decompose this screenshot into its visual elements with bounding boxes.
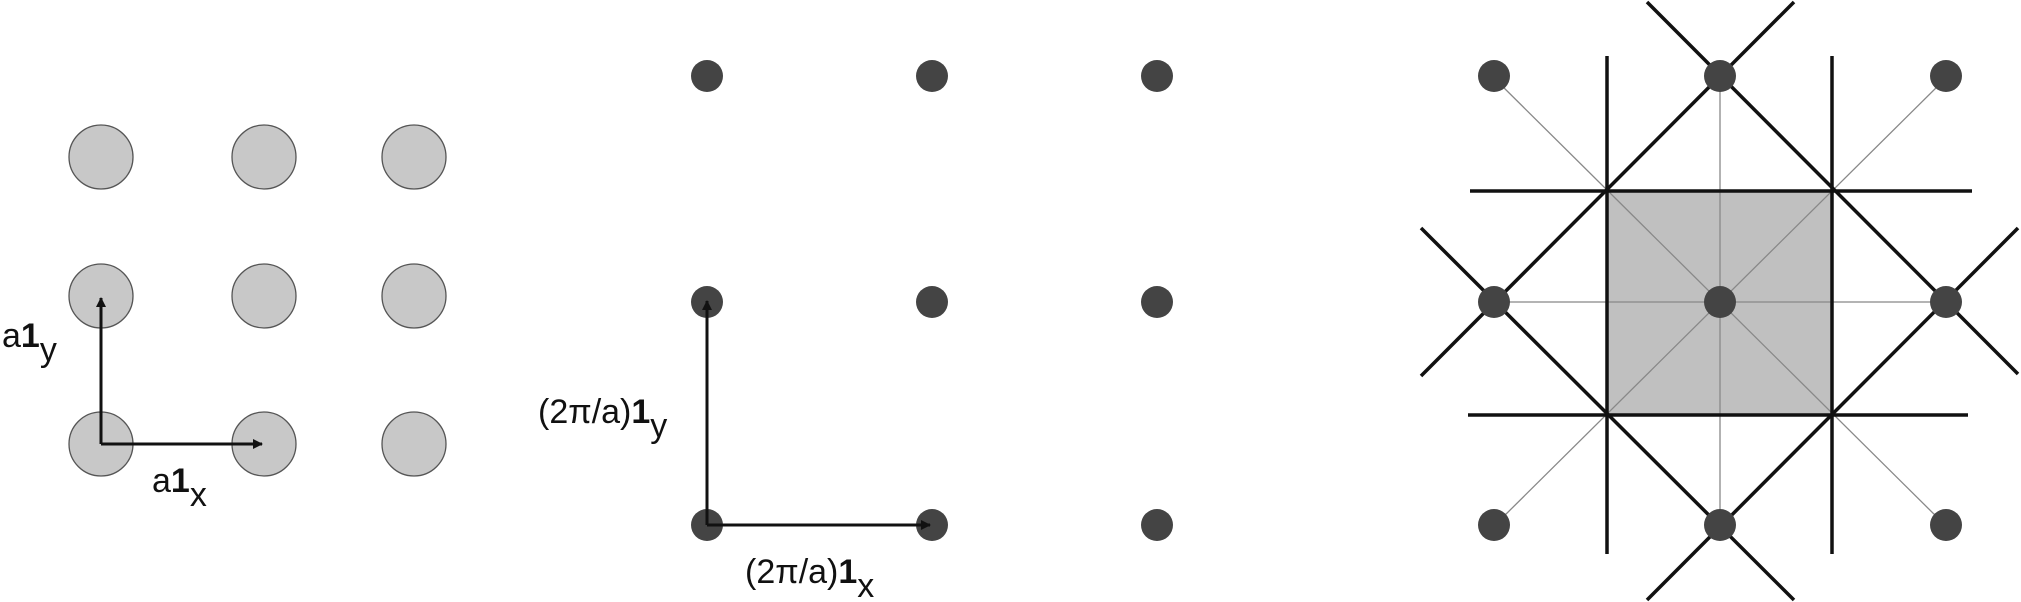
label-reciprocal-y: (2π/a)1y bbox=[538, 393, 667, 445]
reciprocal-lattice-point bbox=[1930, 509, 1962, 541]
reciprocal-lattice-point bbox=[916, 286, 948, 318]
label-a1x-prefix: a bbox=[152, 462, 171, 500]
real-lattice-atoms bbox=[68, 124, 447, 477]
bisector-lines bbox=[1419, 0, 2020, 602]
reciprocal-lattice-point bbox=[1704, 286, 1736, 318]
reciprocal-lattice-point bbox=[1930, 60, 1962, 92]
label-reciprocal-x-prefix: (2π/a) bbox=[745, 553, 838, 591]
reciprocal-lattice-point bbox=[1141, 60, 1173, 92]
real-lattice-atom bbox=[381, 411, 447, 477]
label-a1y-bold: 1 bbox=[21, 317, 40, 355]
label-reciprocal-y-sub: y bbox=[650, 407, 667, 445]
reciprocal-lattice-point bbox=[1141, 286, 1173, 318]
real-lattice-atom bbox=[231, 124, 297, 190]
reciprocal-lattice-point bbox=[1141, 509, 1173, 541]
reciprocal-lattice-point bbox=[1478, 509, 1510, 541]
brillouin-lattice-points bbox=[1478, 60, 1962, 541]
bisector-line bbox=[1419, 226, 1796, 602]
reciprocal-lattice-points bbox=[691, 60, 1173, 541]
label-reciprocal-x-bold: 1 bbox=[838, 553, 857, 591]
label-a1y-sub: y bbox=[40, 331, 57, 369]
label-a1x-sub: x bbox=[190, 476, 207, 514]
reciprocal-lattice-point bbox=[1478, 60, 1510, 92]
real-lattice-atom bbox=[381, 124, 447, 190]
label-a1x: a1x bbox=[152, 462, 207, 514]
label-reciprocal-y-prefix: (2π/a) bbox=[538, 393, 631, 431]
label-a1y: a1y bbox=[2, 317, 57, 369]
reciprocal-lattice-point bbox=[916, 60, 948, 92]
label-a1x-bold: 1 bbox=[171, 462, 190, 500]
real-lattice-panel: a1y a1x bbox=[2, 124, 447, 514]
reciprocal-lattice-panel: (2π/a)1y (2π/a)1x bbox=[538, 60, 1173, 602]
reciprocal-lattice-point bbox=[1478, 286, 1510, 318]
real-lattice-atom bbox=[381, 263, 447, 329]
label-reciprocal-x: (2π/a)1x bbox=[745, 553, 874, 602]
reciprocal-lattice-point bbox=[916, 509, 948, 541]
reciprocal-lattice-point bbox=[691, 60, 723, 92]
reciprocal-lattice-point bbox=[1704, 509, 1736, 541]
brillouin-zone-panel bbox=[1419, 0, 2020, 602]
label-reciprocal-y-bold: 1 bbox=[631, 393, 650, 431]
label-a1y-prefix: a bbox=[2, 317, 21, 355]
real-lattice-atom bbox=[68, 124, 134, 190]
label-reciprocal-x-sub: x bbox=[857, 567, 874, 602]
reciprocal-lattice-point bbox=[1704, 60, 1736, 92]
real-lattice-atom bbox=[231, 263, 297, 329]
reciprocal-lattice-point bbox=[1930, 286, 1962, 318]
